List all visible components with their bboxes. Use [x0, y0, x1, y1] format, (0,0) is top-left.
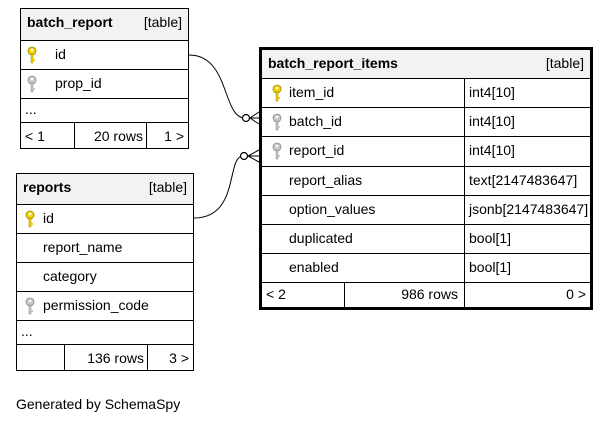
footer-divider — [344, 283, 345, 307]
column-row: duplicated bool[1] — [262, 225, 590, 254]
column-name: duplicated — [289, 230, 353, 246]
table-footer: 136 rows 3 > — [17, 345, 193, 370]
column-name: prop_id — [55, 75, 102, 91]
column-divider — [464, 137, 465, 166]
column-name: report_name — [43, 239, 123, 255]
children-count[interactable]: 0 > — [566, 286, 586, 302]
table-name: reports — [23, 179, 72, 195]
column-name: report_alias — [289, 172, 363, 188]
row-count: 136 rows — [87, 350, 144, 366]
link-reports-to-items — [193, 155, 244, 219]
column-name: id — [43, 210, 54, 226]
gray-key-icon — [25, 297, 35, 315]
gold-key-icon — [27, 46, 37, 64]
crowfoot-marker — [249, 111, 260, 125]
column-row: report_name — [17, 234, 193, 263]
children-count[interactable]: 3 > — [169, 350, 189, 366]
row-count: 20 rows — [93, 128, 143, 144]
parents-count[interactable]: < 1 — [25, 128, 45, 144]
column-row: prop_id — [21, 70, 188, 99]
table-header: reports [table] — [17, 174, 193, 205]
column-row: item_id int4[10] — [262, 79, 590, 108]
column-row: enabled bool[1] — [262, 254, 590, 283]
column-row: category — [17, 263, 193, 292]
gray-key-icon — [272, 113, 282, 131]
gold-key-icon — [272, 84, 282, 102]
column-divider — [464, 79, 465, 107]
more-columns: ... — [21, 323, 33, 339]
link-batch-report-to-items — [188, 54, 246, 119]
table-batch-report[interactable]: batch_report [table] id prop_id ... < 1 … — [20, 8, 189, 149]
column-type: text[2147483647] — [469, 172, 578, 188]
table-footer: < 1 20 rows 1 > — [21, 123, 188, 148]
table-name: batch_report_items — [268, 55, 398, 71]
column-row: permission_code — [17, 292, 193, 321]
column-row: report_alias text[2147483647] — [262, 167, 590, 196]
column-name: item_id — [289, 84, 335, 100]
row-count: 986 rows — [401, 286, 458, 302]
column-name: permission_code — [43, 297, 149, 313]
column-name: enabled — [289, 259, 339, 275]
column-name: report_id — [289, 142, 345, 158]
column-type: bool[1] — [469, 259, 512, 275]
gray-key-icon — [27, 75, 37, 93]
column-row: report_id int4[10] — [262, 137, 590, 167]
footer-divider — [464, 283, 465, 307]
footer-divider — [146, 123, 147, 148]
more-columns-row: ... — [21, 99, 188, 123]
children-count[interactable]: 1 > — [164, 128, 184, 144]
column-type: int4[10] — [469, 142, 515, 158]
table-kind: [table] — [143, 14, 182, 30]
table-kind: [table] — [148, 179, 187, 195]
column-row: id — [21, 41, 188, 70]
column-name: category — [43, 268, 97, 284]
column-row: option_values jsonb[2147483647] — [262, 196, 590, 225]
column-type: int4[10] — [469, 113, 515, 129]
footer-divider — [64, 345, 65, 370]
table-reports[interactable]: reports [table] id report_name category … — [16, 173, 194, 371]
link-end-marker — [239, 151, 249, 161]
parents-count[interactable]: < 2 — [266, 286, 286, 302]
column-name: option_values — [289, 201, 376, 217]
table-footer: < 2 986 rows 0 > — [262, 283, 590, 307]
footer-divider — [147, 345, 148, 370]
generated-by-label: Generated by SchemaSpy — [16, 396, 181, 412]
column-name: id — [55, 46, 66, 62]
table-kind: [table] — [545, 55, 584, 71]
table-name: batch_report — [27, 14, 113, 30]
column-name: batch_id — [289, 113, 342, 129]
gray-key-icon — [272, 142, 282, 160]
footer-divider — [74, 123, 75, 148]
column-divider — [464, 108, 465, 136]
column-row: batch_id int4[10] — [262, 108, 590, 137]
column-divider — [464, 225, 465, 253]
column-divider — [464, 167, 465, 195]
crowfoot-marker — [247, 149, 260, 163]
gold-key-icon — [25, 210, 35, 228]
column-divider — [464, 254, 465, 282]
column-type: int4[10] — [469, 84, 515, 100]
link-end-marker — [241, 113, 251, 123]
table-batch-report-items[interactable]: batch_report_items [table] item_id int4[… — [259, 47, 593, 310]
column-type: jsonb[2147483647] — [469, 201, 589, 217]
table-header: batch_report_items [table] — [262, 50, 590, 79]
more-columns: ... — [25, 101, 37, 117]
column-type: bool[1] — [469, 230, 512, 246]
column-row: id — [17, 205, 193, 234]
column-divider — [464, 196, 465, 224]
more-columns-row: ... — [17, 321, 193, 345]
table-header: batch_report [table] — [21, 9, 188, 41]
